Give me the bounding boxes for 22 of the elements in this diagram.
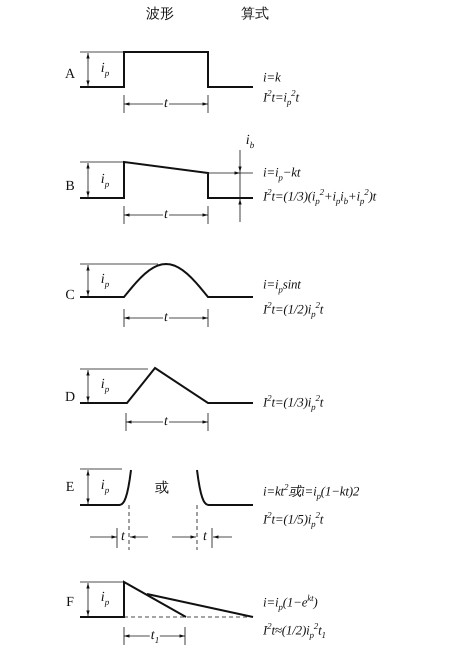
formula: i=i$_{p}$−kt [262,166,302,182]
formula: i=i$_{p}$sint [262,278,302,294]
formula: i=k [262,70,282,84]
formula: I$^{2}$t=i$_{p}$$^{2}$t [262,89,300,107]
dimension-label: i$_{p}$ [100,173,110,189]
dimension-label: i$_{p}$ [100,273,110,289]
dimension-label: i$_{p}$ [100,479,110,495]
column-header: 算式 [240,7,270,21]
formula: I$^{2}$t=(1/3)i$_{p}$$^{2}$t [262,394,324,412]
dimension-label: i$_{p}$ [100,591,110,607]
formula: I$^{2}$t=(1/2)i$_{p}$$^{2}$t [262,301,324,319]
dimension-label: t$_{1}$ [150,629,160,645]
dimension-label: i$_{p}$ [100,62,110,78]
formula: I$^{2}$t=(1/5)i$_{p}$$^{2}$t [262,511,324,529]
dimension-label: i$_{p}$ [100,378,110,394]
column-header: 波形 [145,7,175,21]
conjunction-text: 或 [154,481,170,495]
dimension-label: i$_{b}$ [244,134,256,150]
formula: I$^{2}$t≈(1/2)i$_{p}$$^{2}$t$_{1}$ [262,622,327,640]
formula: i=i$_{p}$(1−e$^{kt}$) [262,594,319,612]
formula: i=kt$^{2}$或i=i$_{p}$(1−kt)2 [262,483,360,501]
formula: I$^{2}$t=(1/3)(i$_{p}$$^{2}$+i$_{p}$i$_{b}$+i$_{p}$$^{2}$)t [262,188,378,206]
